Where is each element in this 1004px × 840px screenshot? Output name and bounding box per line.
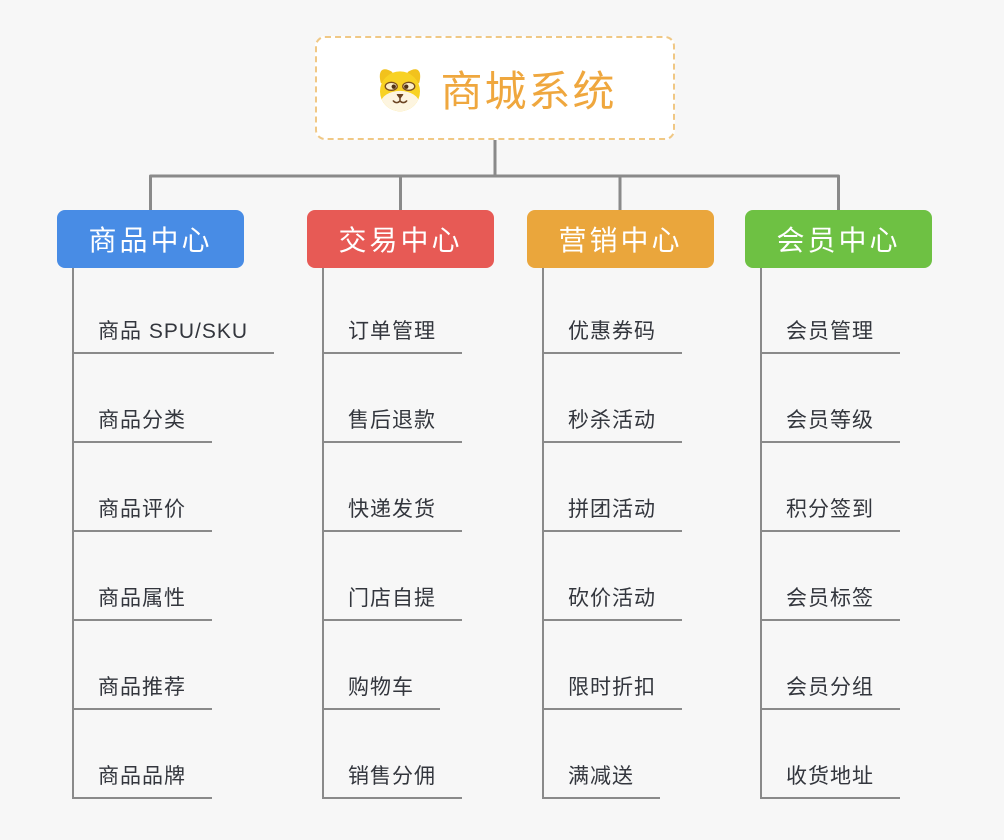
child-topic[interactable]: 限时折扣	[542, 671, 682, 710]
child-topic-row: 拼团活动	[542, 443, 682, 532]
child-topic[interactable]: 销售分佣	[322, 760, 462, 799]
child-topic-row: 秒杀活动	[542, 354, 682, 443]
child-topic-row: 商品推荐	[72, 621, 274, 710]
child-topic[interactable]: 商品推荐	[72, 671, 212, 710]
child-topic-row: 商品品牌	[72, 710, 274, 799]
child-topic[interactable]: 售后退款	[322, 404, 462, 443]
child-topic-row: 订单管理	[322, 268, 462, 354]
child-topic[interactable]: 商品属性	[72, 582, 212, 621]
branch-node-0[interactable]: 商品中心	[57, 210, 244, 268]
child-topic[interactable]: 会员等级	[760, 404, 900, 443]
child-topic[interactable]: 会员分组	[760, 671, 900, 710]
child-topic-row: 砍价活动	[542, 532, 682, 621]
root-title: 商城系统	[440, 67, 617, 115]
branch-node-2[interactable]: 营销中心	[527, 210, 714, 268]
child-topic-list: 会员管理会员等级积分签到会员标签会员分组收货地址	[760, 268, 900, 799]
branch-trunk-line	[542, 268, 544, 799]
dog-face-icon	[373, 63, 427, 113]
child-topic-row: 会员标签	[760, 532, 900, 621]
child-topic-row: 商品评价	[72, 443, 274, 532]
branch-trunk-line	[760, 268, 762, 799]
branch-column-0: 商品中心商品 SPU/SKU 商品分类商品评价商品属性商品推荐商品品牌	[57, 210, 307, 799]
child-topic[interactable]: 秒杀活动	[542, 404, 682, 443]
child-topic[interactable]: 拼团活动	[542, 493, 682, 532]
branch-column-1: 交易中心订单管理售后退款快递发货门店自提购物车销售分佣	[307, 210, 557, 799]
child-topic-row: 门店自提	[322, 532, 462, 621]
child-topic-row: 商品分类	[72, 354, 274, 443]
child-topic[interactable]: 砍价活动	[542, 582, 682, 621]
child-topic-list: 优惠券码秒杀活动拼团活动砍价活动限时折扣满减送	[542, 268, 682, 799]
child-topic[interactable]: 门店自提	[322, 582, 462, 621]
root-node[interactable]: 商城系统	[315, 36, 675, 140]
child-topic-row: 会员管理	[760, 268, 900, 354]
child-topic-row: 收货地址	[760, 710, 900, 799]
child-topic[interactable]: 订单管理	[322, 315, 462, 354]
child-topic-row: 限时折扣	[542, 621, 682, 710]
child-topic[interactable]: 会员管理	[760, 315, 900, 354]
child-topic-row: 积分签到	[760, 443, 900, 532]
child-topic[interactable]: 优惠券码	[542, 315, 682, 354]
branch-column-3: 会员中心会员管理会员等级积分签到会员标签会员分组收货地址	[745, 210, 995, 799]
branch-trunk-line	[72, 268, 74, 799]
child-topic[interactable]: 商品评价	[72, 493, 212, 532]
child-topic-row: 快递发货	[322, 443, 462, 532]
child-topic-row: 售后退款	[322, 354, 462, 443]
child-topic-row: 会员分组	[760, 621, 900, 710]
child-topic[interactable]: 商品 SPU/SKU	[72, 315, 275, 354]
child-topic[interactable]: 商品分类	[72, 404, 212, 443]
child-topic[interactable]: 快递发货	[322, 493, 462, 532]
child-topic-row: 优惠券码	[542, 268, 682, 354]
child-topic-list: 商品 SPU/SKU 商品分类商品评价商品属性商品推荐商品品牌	[72, 268, 275, 799]
child-topic[interactable]: 收货地址	[760, 760, 900, 799]
branch-node-3[interactable]: 会员中心	[745, 210, 932, 268]
child-topic-row: 商品 SPU/SKU	[72, 268, 275, 354]
child-topic-row: 销售分佣	[322, 710, 462, 799]
child-topic-row: 购物车	[322, 621, 462, 710]
branch-node-1[interactable]: 交易中心	[307, 210, 494, 268]
branch-trunk-line	[322, 268, 324, 799]
branch-column-2: 营销中心优惠券码秒杀活动拼团活动砍价活动限时折扣满减送	[527, 210, 777, 799]
child-topic[interactable]: 会员标签	[760, 582, 900, 621]
child-topic-row: 会员等级	[760, 354, 900, 443]
child-topic[interactable]: 购物车	[322, 671, 440, 710]
child-topic-row: 满减送	[542, 710, 682, 799]
child-topic-list: 订单管理售后退款快递发货门店自提购物车销售分佣	[322, 268, 462, 799]
child-topic[interactable]: 积分签到	[760, 493, 900, 532]
child-topic-row: 商品属性	[72, 532, 274, 621]
child-topic[interactable]: 满减送	[542, 760, 660, 799]
child-topic[interactable]: 商品品牌	[72, 760, 212, 799]
